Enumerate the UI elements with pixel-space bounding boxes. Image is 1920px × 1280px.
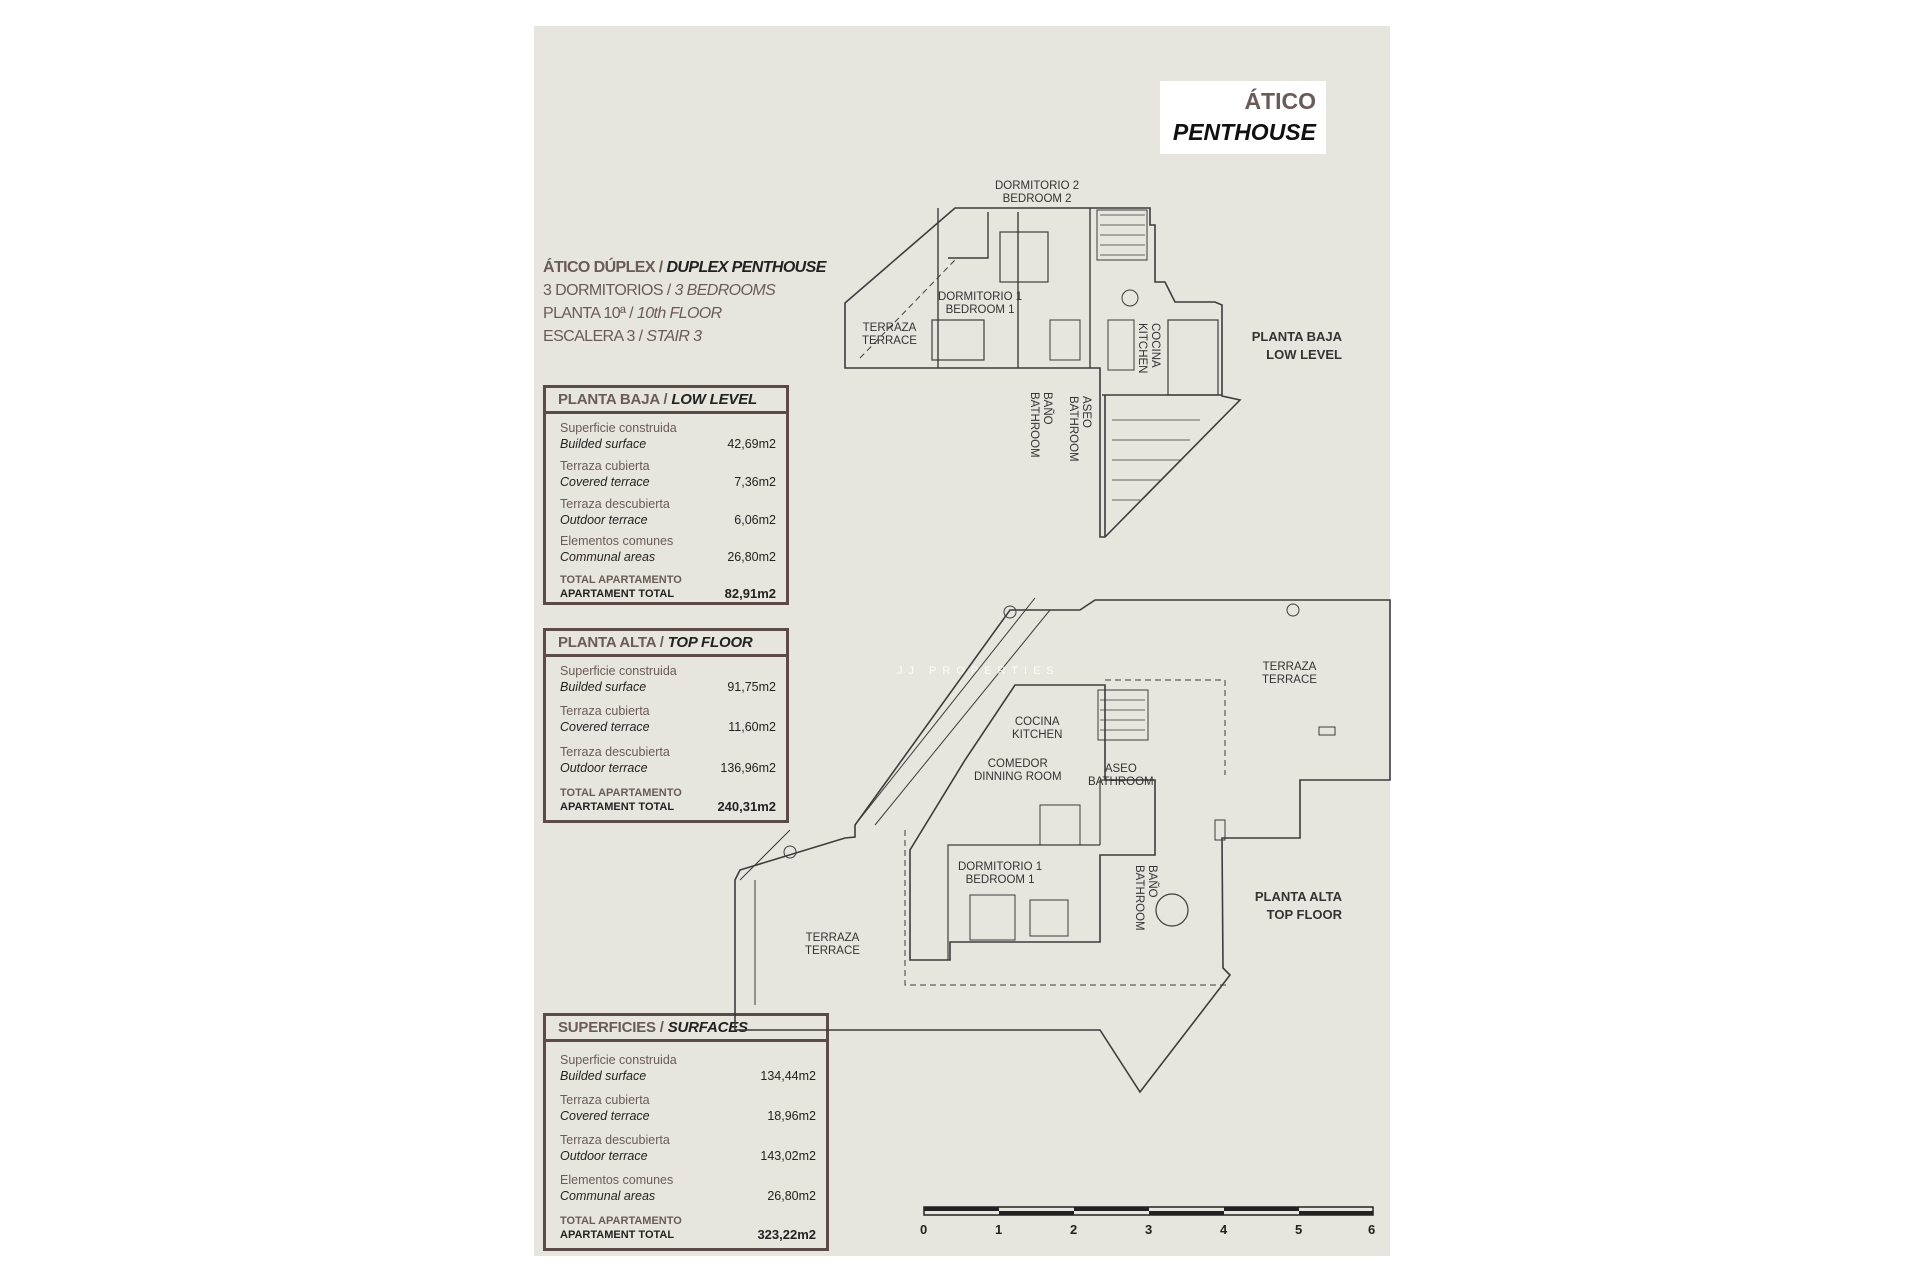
top-floor-surface-table: PLANTA ALTA / TOP FLOOR Superficie const… <box>543 628 789 823</box>
scale-tick-label: 3 <box>1145 1222 1153 1237</box>
top-floor-plan <box>734 597 1391 1094</box>
info-line-2: 3 DORMITORIOS / 3 BEDROOMS <box>543 282 776 299</box>
title-en: PENTHOUSE <box>1172 119 1316 145</box>
title-box: ÁTICO PENTHOUSE <box>1160 81 1326 154</box>
scale-tick-label: 0 <box>920 1222 928 1237</box>
scale-tick-label: 1 <box>995 1222 1003 1237</box>
table-header: PLANTA ALTA / TOP FLOOR <box>546 631 786 657</box>
scale-bar <box>923 1206 1374 1216</box>
title-es: ÁTICO <box>1244 88 1316 114</box>
info-line-3: PLANTA 10ª / 10th FLOOR <box>543 305 722 322</box>
table-header: PLANTA BAJA / LOW LEVEL <box>546 388 786 414</box>
table-header: SUPERFICIES / SURFACES <box>546 1016 826 1042</box>
scale-tick-label: 4 <box>1220 1222 1228 1237</box>
scale-tick-label: 6 <box>1368 1222 1376 1237</box>
info-line-1: ÁTICO DÚPLEX / DUPLEX PENTHOUSE <box>543 259 826 276</box>
watermark: JJ PROPERTIES <box>897 665 1060 677</box>
scale-tick-label: 5 <box>1295 1222 1303 1237</box>
info-line-4: ESCALERA 3 / STAIR 3 <box>543 328 702 345</box>
low-level-surface-table: PLANTA BAJA / LOW LEVEL Superficie const… <box>543 385 789 605</box>
scale-tick-label: 2 <box>1070 1222 1078 1237</box>
low-level-plan <box>844 207 1242 538</box>
apartment-info: ÁTICO DÚPLEX / DUPLEX PENTHOUSE 3 DORMIT… <box>543 256 826 348</box>
total-surfaces-table: SUPERFICIES / SURFACES Superficie constr… <box>543 1013 829 1251</box>
